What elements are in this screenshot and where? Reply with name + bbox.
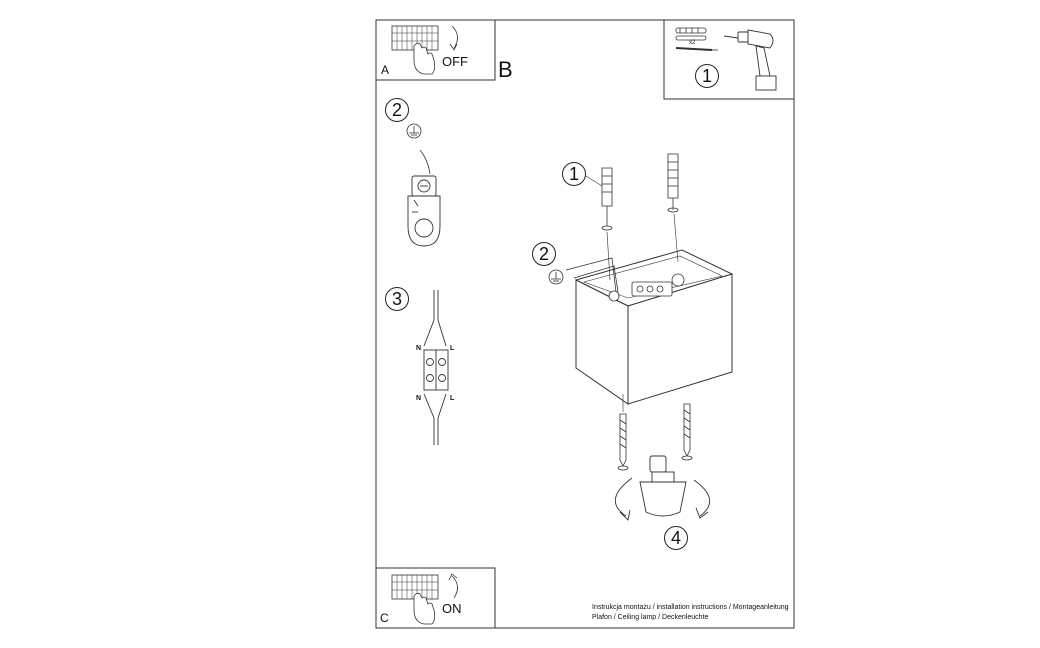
terminal-l-bottom: L xyxy=(450,395,455,402)
rotate-arrow-icon xyxy=(451,575,458,599)
ground-symbol-icon xyxy=(406,123,422,139)
caption-line-2: Plafon / Ceiling lamp / Deckenleuchte xyxy=(592,614,709,621)
step-3-number: 3 xyxy=(385,287,409,311)
caption-line-1: Instrukcja montażu / installation instru… xyxy=(592,604,789,611)
terminal-l-top: L xyxy=(450,345,455,352)
arrow-head-icon xyxy=(695,507,709,519)
panel-b-letter: B xyxy=(498,57,513,82)
step-1-number: 1 xyxy=(562,162,586,186)
rotate-arrow-icon xyxy=(615,477,633,517)
panel-a-state: OFF xyxy=(442,54,468,69)
guide-line xyxy=(673,213,679,263)
ground-symbol-icon xyxy=(548,269,564,285)
step-2-detail-number: 2 xyxy=(385,98,409,122)
drill-icon xyxy=(723,29,777,91)
supply-wire xyxy=(565,257,617,293)
panel-a-letter: A xyxy=(381,63,390,77)
step-2-number: 2 xyxy=(532,242,556,266)
panel-c-state: ON xyxy=(442,601,462,616)
connector-block xyxy=(423,290,449,445)
terminal-n-top: N xyxy=(416,345,422,352)
panel-c-box xyxy=(375,567,496,629)
panel-c-letter: C xyxy=(380,611,389,625)
guide-line xyxy=(606,231,611,281)
screw-icon xyxy=(617,403,693,471)
ground-terminal xyxy=(407,175,441,247)
rotate-arrow-icon xyxy=(451,25,458,49)
tools-step-number: 1 xyxy=(695,64,719,88)
lamp-housing xyxy=(574,249,734,405)
step-4-number: 4 xyxy=(664,526,688,550)
supply-wire xyxy=(573,265,619,293)
arrow-head-icon xyxy=(619,509,631,521)
leader-line xyxy=(585,175,603,187)
terminal-block xyxy=(608,273,685,302)
tools-box xyxy=(663,19,795,100)
terminal-n-bottom: N xyxy=(416,395,422,402)
panel-a-box xyxy=(375,19,496,81)
ground-wire xyxy=(419,149,431,175)
bulb-icon xyxy=(639,455,687,517)
wall-plug-icon xyxy=(675,27,718,51)
tools-quantity: x2 xyxy=(689,40,696,46)
sheet-frame xyxy=(375,19,795,629)
hand-icon xyxy=(413,42,436,75)
switch-icon xyxy=(391,574,439,600)
arrow-head-icon xyxy=(449,43,458,51)
wall-plug-icon xyxy=(601,153,679,231)
rotate-arrow-icon xyxy=(693,479,710,517)
hand-icon xyxy=(413,592,436,625)
arrow-head-icon xyxy=(448,573,458,581)
